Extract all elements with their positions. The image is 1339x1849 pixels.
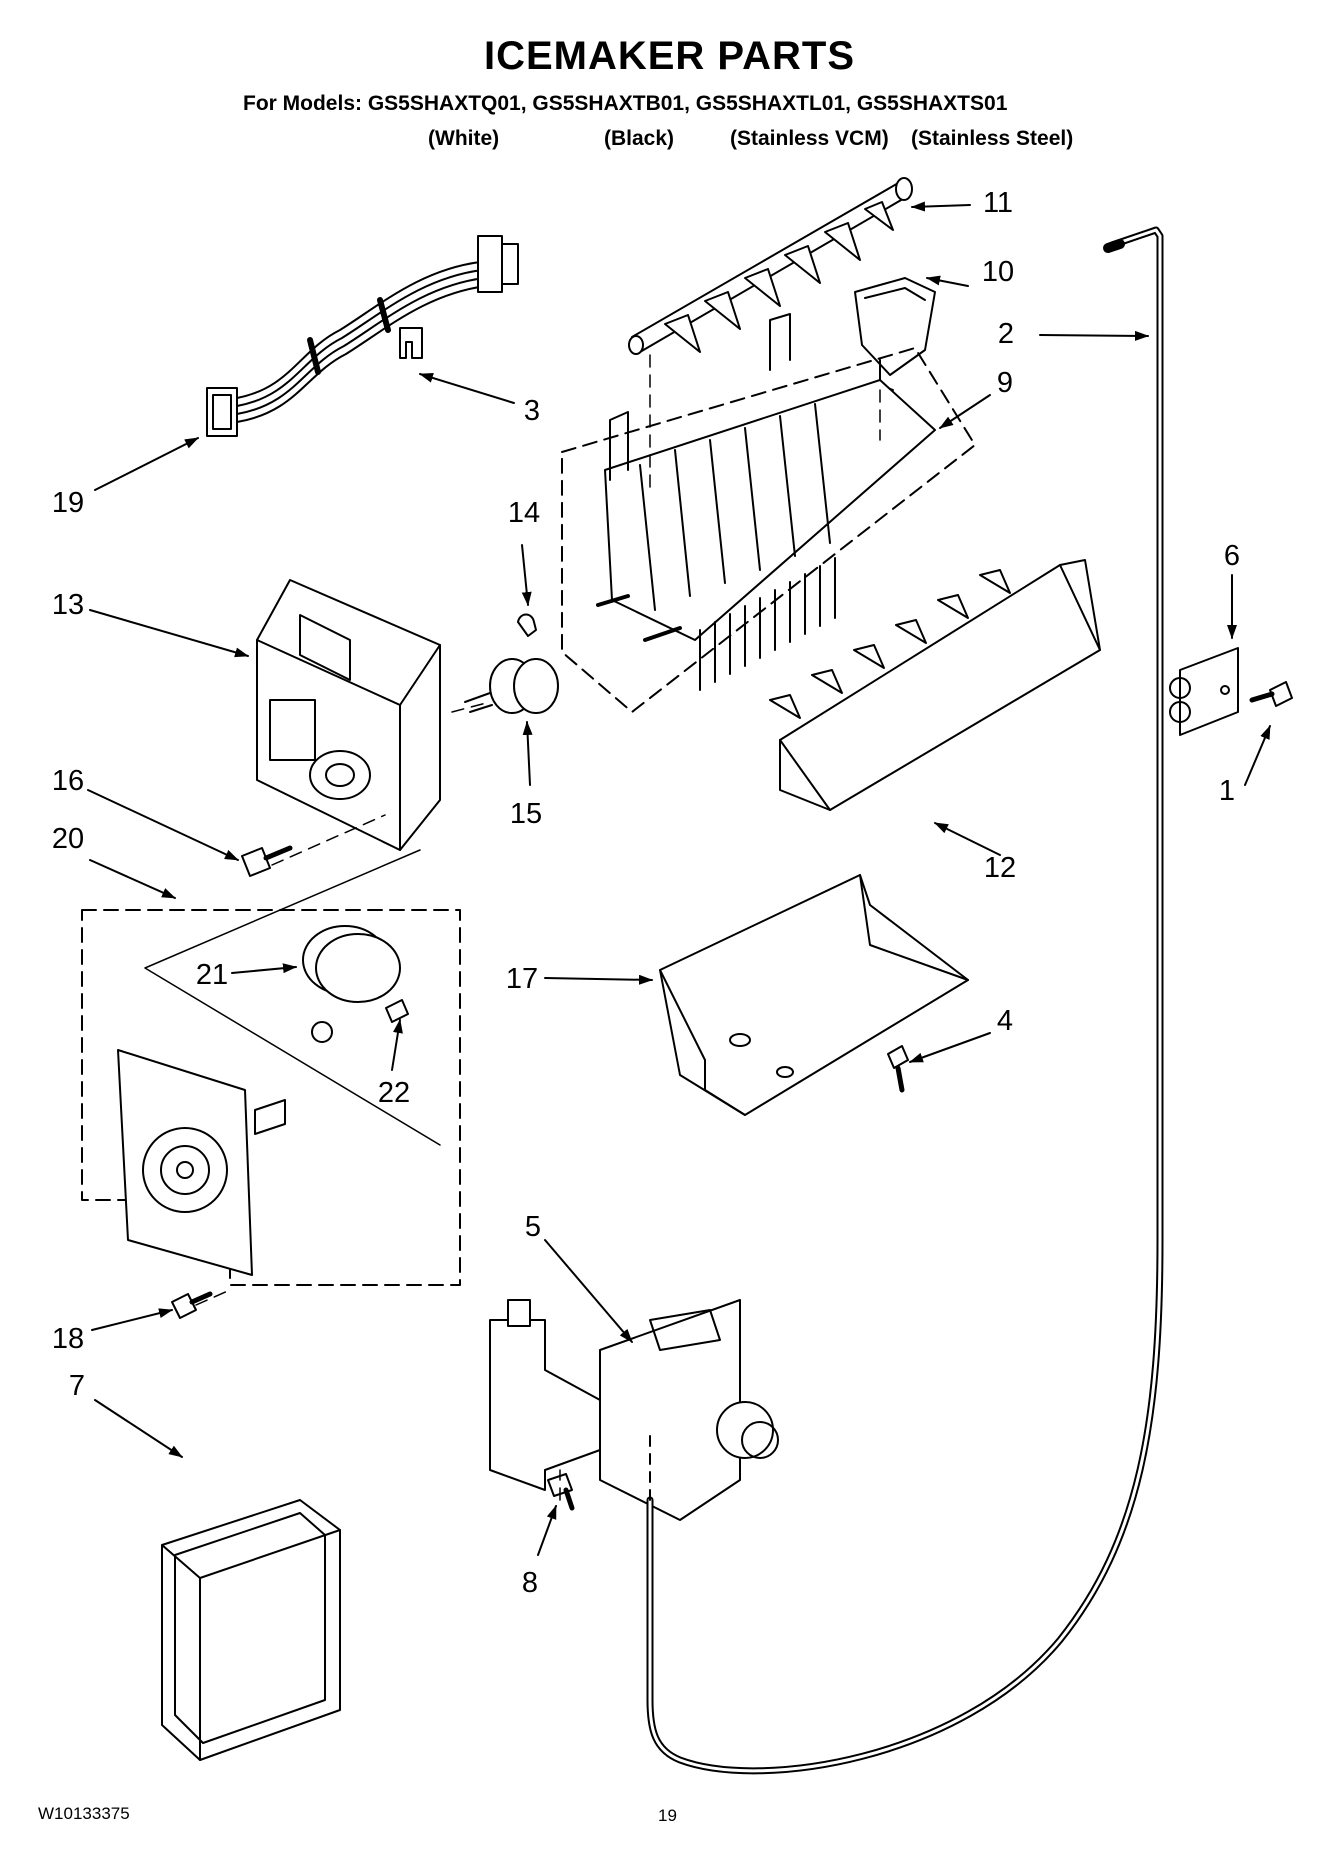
variant-white: (White) bbox=[428, 127, 500, 150]
cover-pad-part bbox=[161, 1499, 341, 1761]
callout-21: 21 bbox=[196, 959, 228, 991]
models-line: For Models: GS5SHAXTQ01, GS5SHAXTB01, GS… bbox=[243, 92, 1008, 115]
fill-cup-part bbox=[854, 277, 936, 391]
thermostat-part bbox=[464, 594, 682, 714]
ice-mold-part bbox=[561, 313, 976, 713]
wire-harness-part bbox=[206, 235, 519, 437]
control-housing-part bbox=[256, 579, 441, 851]
motor-part bbox=[302, 925, 401, 1043]
screw-part-18 bbox=[171, 1291, 213, 1319]
callout-6: 6 bbox=[1224, 540, 1240, 572]
ice-stripper-part bbox=[769, 559, 1101, 811]
callout-8: 8 bbox=[522, 1567, 538, 1599]
callout-11: 11 bbox=[983, 187, 1013, 219]
callout-22: 22 bbox=[378, 1077, 410, 1109]
screw-part-1 bbox=[1249, 681, 1293, 707]
callout-3: 3 bbox=[524, 395, 540, 427]
screw-part-16 bbox=[241, 845, 293, 877]
ice-ejector-part bbox=[628, 177, 913, 355]
variant-stainless-vcm: (Stainless VCM) bbox=[730, 127, 889, 150]
callout-19: 19 bbox=[52, 487, 84, 519]
screw-part-22 bbox=[385, 999, 409, 1023]
callout-20: 20 bbox=[52, 823, 84, 855]
callout-5: 5 bbox=[525, 1211, 541, 1243]
callout-7: 7 bbox=[69, 1370, 85, 1402]
leader-lines bbox=[87, 201, 1271, 1556]
callout-12: 12 bbox=[984, 852, 1016, 884]
page-title: ICEMAKER PARTS bbox=[483, 34, 856, 78]
screw-part-4 bbox=[887, 1045, 909, 1093]
callout-10: 10 bbox=[982, 256, 1014, 288]
small-clip-part bbox=[517, 613, 537, 637]
variant-black: (Black) bbox=[604, 127, 675, 150]
callout-18: 18 bbox=[52, 1323, 84, 1355]
water-tube-part bbox=[646, 226, 1164, 1775]
page-number: 19 bbox=[658, 1806, 677, 1825]
callout-17: 17 bbox=[506, 963, 538, 995]
bracket-part bbox=[659, 874, 969, 1116]
module-assembly-part bbox=[81, 849, 461, 1286]
callout-16: 16 bbox=[52, 765, 84, 797]
callout-1: 1 bbox=[1219, 775, 1235, 807]
callout-13: 13 bbox=[52, 589, 84, 621]
callout-4: 4 bbox=[997, 1005, 1013, 1037]
callout-labels: 1 2 3 4 5 6 7 8 9 10 11 12 13 14 15 16 1… bbox=[52, 187, 1240, 1599]
callout-14: 14 bbox=[508, 497, 540, 529]
callout-9: 9 bbox=[997, 367, 1013, 399]
tube-clamp-part bbox=[1169, 647, 1239, 736]
document-number: W10133375 bbox=[38, 1804, 130, 1823]
water-valve-part bbox=[489, 1299, 779, 1521]
callout-15: 15 bbox=[510, 798, 542, 830]
variant-stainless-steel: (Stainless Steel) bbox=[911, 127, 1074, 150]
alignment-lines bbox=[195, 354, 881, 1501]
callout-2: 2 bbox=[998, 318, 1014, 350]
wire-clip-part bbox=[399, 327, 423, 359]
